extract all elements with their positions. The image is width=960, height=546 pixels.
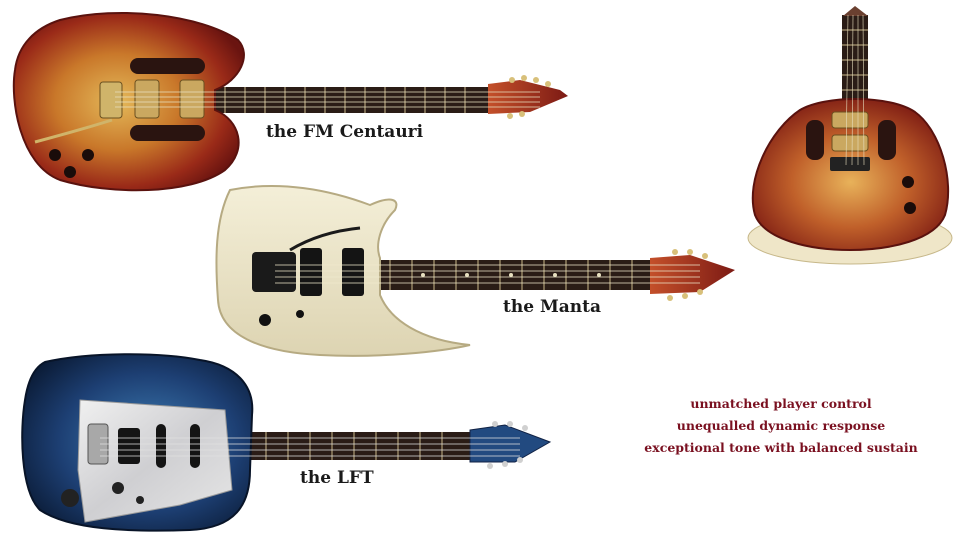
centauri-front-pickup-neck — [831, 111, 869, 129]
fm-centauri-knobs — [49, 149, 94, 178]
manta-pickup-neck — [342, 248, 364, 296]
centauri-front-bridge — [830, 157, 870, 171]
tagline-dynamic-response: unequalled dynamic response — [676, 418, 886, 433]
lft-pickup-middle — [156, 424, 166, 468]
fm-centauri-body — [12, 12, 245, 192]
tagline-block: unmatched player control unequalled dyna… — [640, 393, 922, 459]
centauri-front-body — [751, 98, 950, 252]
fm-centauri-frets — [224, 87, 466, 113]
manta-strings — [275, 264, 700, 284]
fm-centauri-pickup-bridge — [179, 79, 205, 119]
fm-centauri-pickguard-upper — [130, 58, 205, 74]
tagline-tone-sustain: exceptional tone with balanced sustain — [644, 440, 918, 455]
manta-inlays — [421, 273, 601, 277]
fm-centauri-bridge — [99, 81, 123, 119]
tagline-player-control: unmatched player control — [690, 396, 872, 411]
manta-tuners — [667, 249, 708, 301]
fm-centauri-neck — [205, 87, 490, 113]
manta-guitar — [215, 185, 735, 357]
centauri-front-strings — [845, 14, 865, 166]
manta-tremolo-bridge — [252, 252, 296, 292]
manta-pickup-bridge — [300, 248, 322, 296]
lft-knobs — [61, 482, 144, 507]
lft-pickup-bridge — [118, 428, 140, 464]
centauri-front-knobs — [902, 176, 916, 214]
manta-label: the Manta — [503, 297, 602, 317]
lft-strings — [100, 437, 520, 457]
lft-label: the LFT — [300, 468, 374, 488]
centauri-front-pickup-bridge — [831, 134, 869, 152]
centauri-front-headstock — [843, 6, 868, 16]
centauri-front-guitar — [747, 6, 953, 265]
fm-centauri-label: the FM Centauri — [266, 122, 424, 142]
lft-headstock — [469, 424, 552, 463]
fm-centauri-guitar — [12, 12, 568, 192]
fm-centauri-tuners — [507, 75, 551, 119]
fm-centauri-pickup-neck — [134, 79, 160, 119]
centauri-front-pickguard-right — [878, 120, 896, 160]
lft-pickup-neck — [190, 424, 200, 468]
centauri-front-pickguard-left — [806, 120, 824, 160]
manta-whammy-bar — [289, 226, 361, 252]
manta-headstock — [650, 255, 735, 294]
manta-knobs — [259, 310, 304, 326]
fm-centauri-pickguard-lower — [130, 125, 205, 141]
lft-guitar — [21, 353, 552, 532]
lft-tuners — [487, 421, 528, 469]
fm-centauri-tremolo-arm — [34, 118, 113, 144]
fm-centauri-strings — [115, 91, 540, 108]
